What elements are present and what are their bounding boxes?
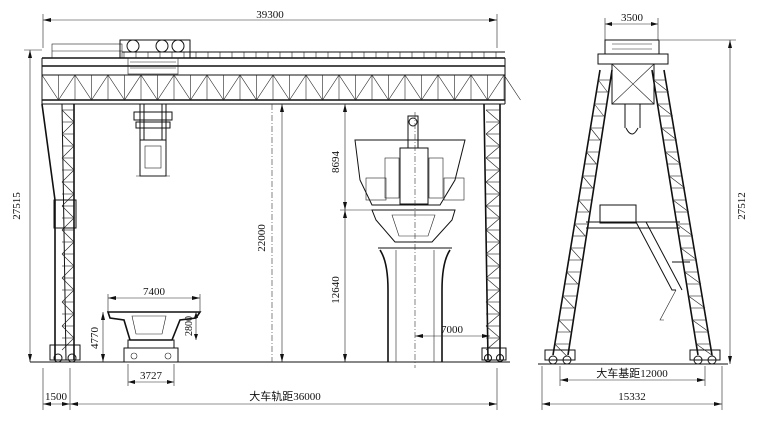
beam-base-label: 3727 xyxy=(140,370,163,382)
beam-inner-height-label: 2800 xyxy=(184,316,195,336)
pier-assembly xyxy=(354,112,466,368)
side-trolley xyxy=(597,39,669,135)
base-width-dimension: 15332 xyxy=(541,366,723,410)
top-width-label: 3500 xyxy=(621,12,644,24)
trolley-upper-height-label: 8694 xyxy=(330,151,342,174)
wheelbase-label: 大车基距12000 xyxy=(596,366,668,380)
total-height-label: 27515 xyxy=(11,192,23,220)
beam-section xyxy=(106,311,202,363)
side-a-frame xyxy=(552,69,714,357)
trolley xyxy=(119,39,191,75)
hook-spreader xyxy=(133,104,173,177)
wheelbase-dimension: 大车基距12000 xyxy=(559,366,706,386)
lifting-height-dimension: 22000 xyxy=(256,104,284,362)
beam-outer-height-label: 4770 xyxy=(89,327,101,350)
beam-width-label: 7400 xyxy=(143,286,166,298)
side-base xyxy=(538,349,728,365)
offset-label: 7000 xyxy=(441,324,464,336)
left-leg xyxy=(41,103,81,363)
overhang-label: 1500 xyxy=(45,391,68,403)
rail-span-label: 大车轨距36000 xyxy=(249,389,321,403)
beam-outer-height-dimension: 4770 xyxy=(89,312,105,362)
lifting-height-label: 22000 xyxy=(256,224,268,252)
railing-posts xyxy=(123,52,497,58)
side-view: 3500 xyxy=(538,12,748,410)
offset-dimension: 7000 xyxy=(415,324,490,338)
left-leg-bracing xyxy=(61,109,75,351)
beam-base-dimension: 3727 xyxy=(127,364,175,386)
side-height-dimension: 27512 xyxy=(660,39,748,364)
pier-dimensions: 8694 12640 xyxy=(330,103,372,362)
beam-width-dimension: 7400 xyxy=(107,286,201,312)
front-view: 39300 xyxy=(11,9,521,410)
main-girder xyxy=(41,43,521,105)
rail-span-dimension: 1500 大车轨距36000 xyxy=(42,368,498,410)
beam-inner-height-dimension: 2800 xyxy=(184,312,198,340)
girder-truss xyxy=(41,74,521,101)
side-leg-bracing xyxy=(554,79,714,357)
side-height-label: 27512 xyxy=(736,192,748,220)
right-leg-bracing xyxy=(485,109,501,351)
base-width-label: 15332 xyxy=(618,391,646,403)
pier-height-label: 12640 xyxy=(330,276,342,304)
overall-span-label: 39300 xyxy=(256,9,284,21)
total-height-dimension: 27515 xyxy=(11,49,42,362)
overall-span-dimension: 39300 xyxy=(42,9,498,48)
right-leg xyxy=(481,103,507,362)
top-width-dimension: 3500 xyxy=(604,12,659,40)
